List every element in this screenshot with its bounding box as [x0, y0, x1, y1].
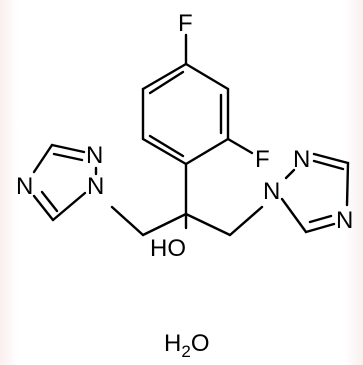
- ring-bond-1: [184, 62, 230, 91]
- right-triazole-n2-label: N: [293, 146, 310, 173]
- water-subscript: 2: [181, 342, 190, 361]
- ring-bond-3: [184, 137, 230, 166]
- left-n4-c5-bond: [32, 194, 55, 222]
- left-triazole-n4-label: N: [16, 173, 33, 200]
- left-c5-n1-bond: [51, 191, 87, 222]
- right-n2-c3-double: [312, 159, 345, 171]
- right-triazole-n1-label: N: [263, 178, 280, 205]
- left-n2-c3-bond: [50, 143, 86, 154]
- left-triazole-ring: N N N: [16, 142, 104, 222]
- hydroxyl-label: HO: [150, 235, 186, 262]
- right-c5-n1-bond: [280, 197, 308, 234]
- left-c3-n4-bond: [32, 143, 54, 174]
- left-triazole-n1-label: N: [87, 173, 104, 200]
- phenyl-ring: [141, 62, 230, 166]
- ring-double-bond-3: [148, 70, 185, 95]
- bond-center-to-left-ch2: [141, 212, 188, 237]
- right-c3-n4-bond: [345, 161, 350, 207]
- bond-right-ch2-to-n: [228, 205, 264, 237]
- right-triazole-ring: N N N: [263, 146, 353, 234]
- bond-to-f-ortho: [226, 137, 254, 155]
- bond-center-to-right-ch2: [184, 212, 232, 237]
- ring-bond-4: [141, 137, 188, 166]
- fluorine-top-label: F: [178, 10, 193, 37]
- right-triazole-n4-label: N: [336, 207, 353, 234]
- ring-double-bond-2: [148, 134, 185, 158]
- left-n2-c3-double: [52, 152, 84, 162]
- water-o: O: [191, 330, 210, 357]
- water-h: H: [164, 330, 181, 357]
- right-n4-c5-double: [308, 214, 333, 224]
- left-n4-c5-double: [40, 190, 59, 213]
- bond-left-ch2-to-n: [110, 205, 145, 237]
- water-formula: H2O: [164, 330, 209, 361]
- left-triazole-n2-label: N: [86, 142, 103, 169]
- right-n1-n2-bond: [284, 168, 296, 180]
- right-n2-c3-bond: [312, 152, 350, 165]
- fluorine-ortho-label: F: [255, 146, 270, 173]
- ring-bond-6: [141, 62, 188, 91]
- right-n4-c5-bond: [304, 222, 336, 234]
